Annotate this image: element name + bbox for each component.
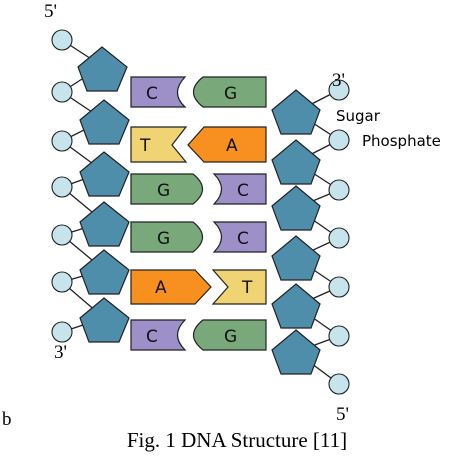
sugar-pentagon xyxy=(271,139,321,185)
sugar-pentagon xyxy=(79,151,130,197)
base-letter: G xyxy=(157,181,170,201)
base-pair-4 xyxy=(130,221,267,253)
base-shape-left-6 xyxy=(130,319,187,351)
base-pairs xyxy=(130,76,267,351)
base-shape-right-1 xyxy=(192,76,267,108)
right-sugars xyxy=(271,89,321,375)
base-pair-1 xyxy=(130,76,267,108)
base-pair-3 xyxy=(130,173,267,205)
base-pair-2 xyxy=(130,126,267,163)
base-letter: T xyxy=(241,278,253,298)
phosphate-circle xyxy=(51,130,73,152)
sugar-pentagon xyxy=(79,249,130,295)
base-shape-right-5 xyxy=(211,269,267,305)
base-letter: G xyxy=(224,84,237,104)
base-pair-6 xyxy=(130,319,267,351)
five-prime-bottom-label: 5' xyxy=(336,404,349,425)
three-prime-right-label: 3' xyxy=(332,70,345,91)
sugar-pentagon xyxy=(271,329,321,375)
sugar-pentagon xyxy=(271,185,321,231)
phosphate-circle xyxy=(51,176,73,198)
phosphate-circle xyxy=(51,224,73,246)
base-letter: T xyxy=(139,136,151,156)
phosphate-circle xyxy=(328,179,350,201)
phosphate-circle xyxy=(328,227,350,249)
base-letter: A xyxy=(226,136,238,156)
sugar-pentagon xyxy=(79,99,130,145)
sugar-pentagon xyxy=(271,89,321,135)
sugar-pentagon xyxy=(77,46,128,92)
phosphate-circle xyxy=(51,29,73,51)
right-phosphates xyxy=(328,79,350,395)
phosphate-label: Phosphate xyxy=(362,132,441,150)
phosphate-circle xyxy=(51,321,73,343)
base-shape-left-3 xyxy=(130,173,204,205)
left-sugars xyxy=(77,46,130,343)
sugar-label: Sugar xyxy=(336,107,381,125)
phosphate-circle xyxy=(328,276,350,298)
figure-caption: Fig. 1 DNA Structure [11] xyxy=(126,428,348,452)
panel-label: b xyxy=(2,409,12,430)
base-letter: C xyxy=(146,84,158,104)
base-letter: G xyxy=(224,327,237,347)
base-shape-right-3 xyxy=(212,173,267,205)
base-shape-left-5 xyxy=(130,269,212,305)
base-letter: C xyxy=(237,181,249,201)
base-shape-left-2 xyxy=(130,126,188,163)
base-letter: G xyxy=(157,229,170,249)
phosphate-circle xyxy=(328,129,350,151)
sugar-pentagon xyxy=(271,283,321,329)
base-pair-5 xyxy=(130,269,267,305)
base-letters: C G T A G C G C A T C G xyxy=(139,84,253,347)
left-phosphates xyxy=(51,29,73,343)
base-letter: C xyxy=(146,327,158,347)
phosphate-circle xyxy=(51,81,73,103)
sugar-pentagon xyxy=(271,235,321,281)
phosphate-circle xyxy=(328,373,350,395)
phosphate-circle xyxy=(51,271,73,293)
base-letter: C xyxy=(237,229,249,249)
base-shape-right-4 xyxy=(212,221,267,253)
five-prime-top-label: 5' xyxy=(44,1,57,22)
base-shape-right-2 xyxy=(187,126,267,163)
sugar-pentagon xyxy=(79,201,130,247)
base-shape-right-6 xyxy=(192,319,267,351)
sugar-pentagon xyxy=(79,297,130,343)
base-letter: A xyxy=(155,278,167,298)
base-shape-left-1 xyxy=(130,76,187,108)
phosphate-circle xyxy=(328,79,350,101)
phosphate-circle xyxy=(328,325,350,347)
base-shape-left-4 xyxy=(130,221,204,253)
three-prime-left-label: 3' xyxy=(54,342,67,363)
